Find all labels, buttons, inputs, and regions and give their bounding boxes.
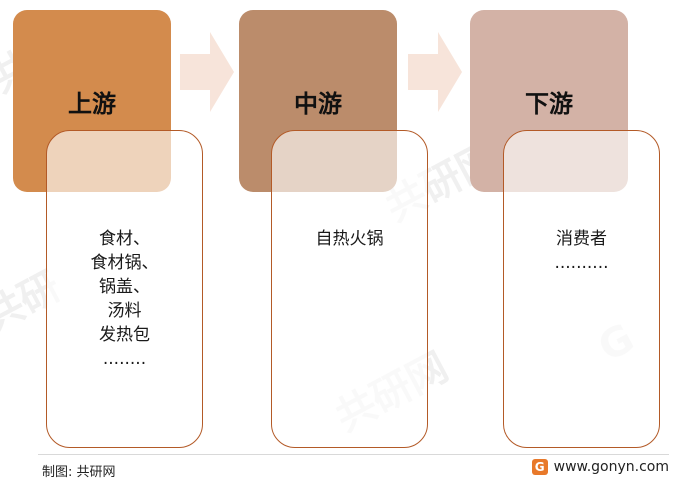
website-link[interactable]: www.gonyn.com	[553, 459, 669, 475]
flow-arrow-icon	[408, 32, 462, 112]
flow-arrow-shape	[408, 32, 462, 112]
detail-list: 食材、 食材锅、 锅盖、 汤料 发热包 ........	[47, 227, 202, 371]
stage-downstream-detail: 消费者 ..........	[503, 130, 660, 448]
detail-item: 自热火锅	[315, 229, 384, 249]
detail-item: 发热包	[99, 325, 150, 345]
flow-arrow-icon	[180, 32, 234, 112]
detail-item: 锅盖、	[99, 277, 150, 297]
stage-downstream-title: 下游	[525, 89, 573, 118]
detail-item: ........	[102, 349, 147, 369]
stage-midstream-detail: 自热火锅	[271, 130, 428, 448]
brand-footer: G www.gonyn.com	[531, 459, 669, 475]
detail-item: 消费者	[556, 229, 607, 249]
detail-item: 汤料	[107, 301, 142, 321]
brand-logo-icon: G	[531, 459, 548, 475]
stage-upstream-detail: 食材、 食材锅、 锅盖、 汤料 发热包 ........	[46, 130, 203, 448]
stage-upstream-title: 上游	[68, 89, 116, 118]
detail-item: 食材、	[99, 229, 150, 249]
detail-item: 食材锅、	[90, 253, 159, 273]
detail-list: 消费者 ..........	[504, 227, 659, 275]
detail-list: 自热火锅	[272, 227, 427, 251]
stage-midstream-title: 中游	[294, 89, 342, 118]
source-caption: 制图: 共研网	[42, 465, 116, 480]
footer-divider	[38, 454, 669, 455]
detail-item: ..........	[554, 253, 609, 273]
flow-arrow-shape	[180, 32, 234, 112]
